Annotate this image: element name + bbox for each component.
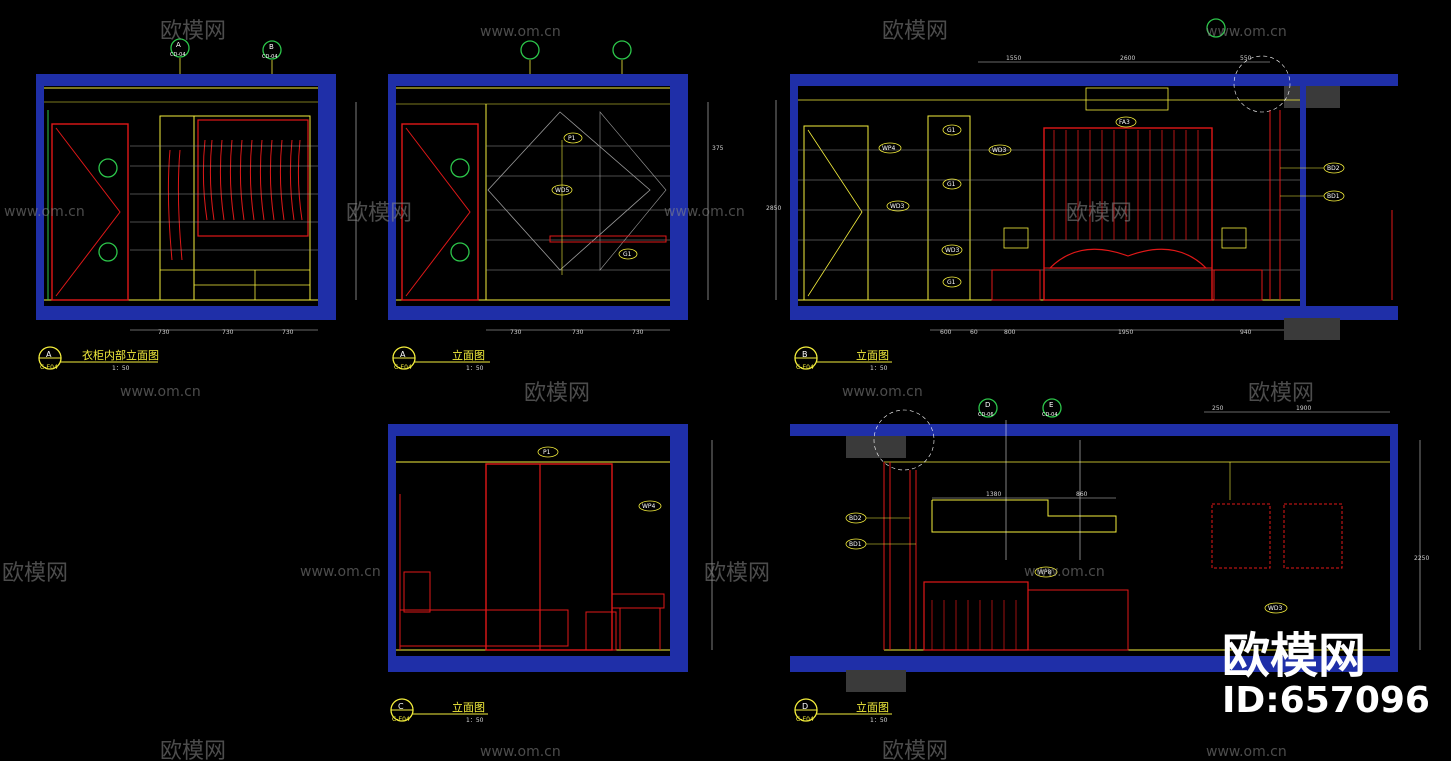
watermark-brand-2: 欧模网 [882,19,948,44]
title-b-sheet: C-E04 [796,364,814,371]
panel-d: D CD-06 E CD-04 BD2 BD1 WP8 WD3 250 1900… [790,398,1429,724]
dim-b-2850: 2850 [766,205,781,212]
title-d-sheet: C-E04 [796,716,814,723]
tag-fa3: FA3 [1119,119,1130,126]
callout-a-sheet: CD-04 [170,52,186,58]
tag-wp4-c: WP4 [642,503,656,510]
tag-bd2-d: BD2 [849,515,862,522]
title-a-interior-sheet: C-E04 [40,364,58,371]
tag-wd5: WD5 [555,187,570,194]
watermark-site-2: www.om.cn [1206,24,1287,40]
watermark-brand-5: 欧模网 [524,381,590,406]
callout-e-letter: E [1049,401,1053,409]
watermark-layer: 欧模网 www.om.cn 欧模网 www.om.cn www.om.cn 欧模… [2,19,1314,761]
callout-e-sheet: CD-04 [1042,412,1058,418]
dim-730-a1: 730 [158,329,170,336]
title-b-letter: B [802,350,808,359]
watermark-site-5: www.om.cn [120,384,201,400]
tag-wd3-d: WD3 [1268,605,1283,612]
dim-b-bot-60: 60 [970,329,978,336]
watermark-brand-9: 欧模网 [160,739,226,761]
dim-b-bot-600: 600 [940,329,952,336]
dim-d-1380: 1380 [986,491,1001,498]
callout-a-letter: A [176,41,181,49]
tag-bd1-d: BD1 [849,541,862,548]
title-d: 立面图 [856,700,889,714]
tag-bd2-b: BD2 [1327,165,1340,172]
tag-wd3-b1: WD3 [992,147,1007,154]
tag-g1-a: G1 [623,251,632,258]
dim-375-a: 375 [712,145,724,152]
scale-c: 1：50 [466,717,484,724]
brand-stamp-name: 欧模网 [1222,628,1366,684]
panel-b: WP4 WD3 WD3 G1 G1 WD3 G1 FA3 BD2 BD1 155… [766,18,1398,372]
title-c: 立面图 [452,700,485,714]
dim-b-bot-800: 800 [1004,329,1016,336]
dim-d-top-250: 250 [1212,405,1224,412]
scale-a: 1：50 [466,365,484,372]
scale-b: 1：50 [870,365,888,372]
scale-a-interior: 1：50 [112,365,130,372]
watermark-brand-6: 欧模网 [1248,381,1314,406]
dim-b-bot-1950: 1950 [1118,329,1133,336]
title-d-letter: D [802,702,808,711]
dim-730-b3: 730 [632,329,644,336]
callout-d-letter: D [985,401,990,409]
watermark-site-4: www.om.cn [664,204,745,220]
dim-b-top-550: 550 [1240,55,1252,62]
panel-a-interior: A CD-04 B CD-04 730 730 730 A C-E04 衣柜内部… [36,38,357,372]
tag-bd1-b: BD1 [1327,193,1340,200]
callout-b-sheet: CD-04 [262,54,278,60]
title-c-sheet: C-E04 [392,716,410,723]
watermark-site-10: www.om.cn [1206,744,1287,760]
watermark-site-6: www.om.cn [842,384,923,400]
watermark-brand-8: 欧模网 [704,561,770,586]
dim-d-top-1900: 1900 [1296,405,1311,412]
watermark-brand-1: 欧模网 [160,19,226,44]
dim-b-bot-940: 940 [1240,329,1252,336]
scale-d: 1：50 [870,717,888,724]
dim-730-a3: 730 [282,329,294,336]
watermark-site-8: www.om.cn [1024,564,1105,580]
brand-stamp-id: ID:657096 [1222,680,1430,721]
title-a: 立面图 [452,348,485,362]
tag-wd3-b3: WD3 [945,247,960,254]
dim-730-b1: 730 [510,329,522,336]
tag-g1-b2: G1 [947,181,956,188]
panel-c: P1 WP4 C C-E04 立面图 1：50 [388,424,713,724]
callout-b-letter: B [269,43,274,51]
title-a-interior-letter: A [46,350,52,359]
dim-b-top-2600: 2600 [1120,55,1135,62]
dim-b-top-1550: 1550 [1006,55,1021,62]
title-b: 立面图 [856,348,889,362]
tag-wd3-b2: WD3 [890,203,905,210]
tag-wp8: WP8 [1038,569,1052,576]
watermark-site-9: www.om.cn [480,744,561,760]
watermark-brand-10: 欧模网 [882,739,948,761]
title-a-letter: A [400,350,406,359]
tag-wp4-b: WP4 [882,145,896,152]
tag-g1-b3: G1 [947,279,956,286]
watermark-site-1: www.om.cn [480,24,561,40]
dim-730-a2: 730 [222,329,234,336]
panel-a: P1 WD5 G1 730 730 730 375 A C-E04 立面图 1：… [388,40,724,372]
tag-p1-c: P1 [543,449,551,456]
watermark-brand-3: 欧模网 [346,201,412,226]
watermark-brand-4: 欧模网 [1066,201,1132,226]
watermark-site-3: www.om.cn [4,204,85,220]
title-a-sheet: C-E04 [394,364,412,371]
callout-d-sheet: CD-06 [978,412,994,418]
dim-d-860: 860 [1076,491,1088,498]
watermark-site-7: www.om.cn [300,564,381,580]
brand-stamp: 欧模网 ID:657096 [1222,628,1430,721]
tag-g1-b1: G1 [947,127,956,134]
title-a-interior: 衣柜内部立面图 [82,348,159,362]
dim-d-2250: 2250 [1414,555,1429,562]
watermark-brand-7: 欧模网 [2,561,68,586]
title-c-letter: C [398,702,404,711]
dim-730-b2: 730 [572,329,584,336]
tag-p1-a: P1 [568,135,576,142]
